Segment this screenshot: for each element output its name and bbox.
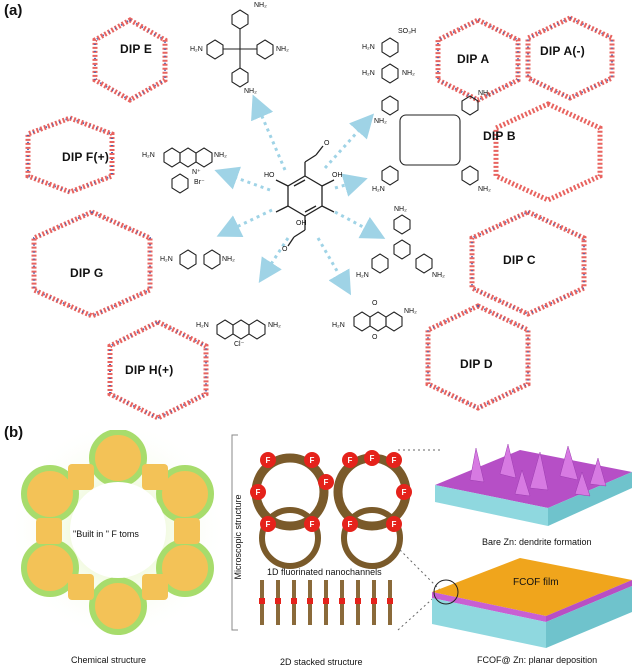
svg-text:F: F <box>324 478 329 487</box>
d-h2n: H₂N <box>332 322 345 329</box>
core-o-bottom: O <box>282 246 288 253</box>
nanochannels-caption: 1D fluorinated nanochannels <box>267 567 382 577</box>
core-ho-left: HO <box>264 172 275 179</box>
dip-e-label: DIP E <box>120 42 153 56</box>
svg-text:F: F <box>266 456 271 465</box>
core-oh-bottom: OH <box>296 220 307 227</box>
bare-zn-slab <box>435 443 632 526</box>
c-nh2-top: NH₂ <box>394 206 407 213</box>
a-minus-h2n: H₂N <box>362 44 375 51</box>
e-nh2-right: NH₂ <box>276 46 289 53</box>
f-h2n: H₂N <box>142 152 155 159</box>
e-nh2-bottom: NH₂ <box>244 88 257 95</box>
dip-f-plus-label: DIP F(+) <box>62 150 110 164</box>
e-nh2-top: NH₂ <box>254 2 267 9</box>
d-o-bottom: O <box>372 334 378 341</box>
g-nh2: NH₂ <box>222 256 235 263</box>
panel-a-label: (a) <box>4 2 23 19</box>
svg-text:F: F <box>392 456 397 465</box>
f-nh2: NH₂ <box>214 152 227 159</box>
framework-rings <box>25 15 615 420</box>
fluorine-labels: F F F F F F F F F F F F <box>256 454 407 529</box>
svg-text:F: F <box>402 488 407 497</box>
svg-text:F: F <box>392 520 397 529</box>
panel-b-label: (b) <box>4 424 24 441</box>
b-nh2-b: NH₂ <box>478 90 491 97</box>
chemical-structure-ring <box>8 430 228 640</box>
b-nh2-d: NH₂ <box>478 186 491 193</box>
reaction-arrows <box>214 94 386 296</box>
h-h2n: H₂N <box>196 322 209 329</box>
chemical-structure-caption: Chemical structure <box>71 655 147 665</box>
microscopic-structure-label: Microscopic structure <box>233 494 243 580</box>
d-o-top: O <box>372 300 378 307</box>
h-cl: Cl⁻ <box>234 341 245 348</box>
core-oh-right: OH <box>332 172 343 179</box>
h-nh2: NH₂ <box>268 322 281 329</box>
fcof-zn-slab <box>432 558 632 648</box>
svg-text:F: F <box>348 520 353 529</box>
e-h2n-left: H₂N <box>190 46 203 53</box>
b-h2n-c: H₂N <box>372 186 385 193</box>
svg-text:F: F <box>348 456 353 465</box>
stacked-structure <box>259 580 393 625</box>
panel-a-drawing <box>25 9 615 420</box>
svg-text:F: F <box>266 520 271 529</box>
f-br: Br⁻ <box>194 179 205 186</box>
dip-c-label: DIP C <box>503 253 536 267</box>
panel-b-drawing: F F F F F F F F F F F F <box>8 430 632 648</box>
bare-zn-caption: Bare Zn: dendrite formation <box>482 537 592 547</box>
core-aldehyde-molecule <box>275 145 335 247</box>
d-nh2: NH₂ <box>404 308 417 315</box>
g-h2n: H₂N <box>160 256 173 263</box>
svg-text:F: F <box>370 454 375 463</box>
svg-text:F: F <box>310 520 315 529</box>
stacked-structure-caption: 2D stacked structure <box>280 657 363 667</box>
dip-b-label: DIP B <box>483 129 516 143</box>
a-nh2: NH₂ <box>402 70 415 77</box>
c-nh2: NH₂ <box>432 272 445 279</box>
f-nplus: N⁺ <box>192 169 201 176</box>
a-so3h: SO₃H <box>398 28 417 35</box>
dip-a-minus-label: DIP A(-) <box>540 44 585 58</box>
c-h2n: H₂N <box>356 272 369 279</box>
dip-h-plus-label: DIP H(+) <box>125 363 174 377</box>
dip-a-label: DIP A <box>457 52 490 66</box>
dip-d-label: DIP D <box>460 357 493 371</box>
svg-text:F: F <box>310 456 315 465</box>
linker-molecules <box>163 9 479 340</box>
fluorinated-nanochannels: F F F F F F F F F F F F <box>250 450 412 569</box>
dip-g-label: DIP G <box>70 266 104 280</box>
a-h2n: H₂N <box>362 70 375 77</box>
b-nh2-a: NH₂ <box>374 118 387 125</box>
built-in-f-atoms-label: "Built in " F toms <box>73 529 139 539</box>
svg-text:F: F <box>256 488 261 497</box>
core-o-top: O <box>324 140 330 147</box>
fcof-film-label: FCOF film <box>513 577 559 588</box>
fcof-zn-caption: FCOF@ Zn: planar deposition <box>477 655 598 665</box>
